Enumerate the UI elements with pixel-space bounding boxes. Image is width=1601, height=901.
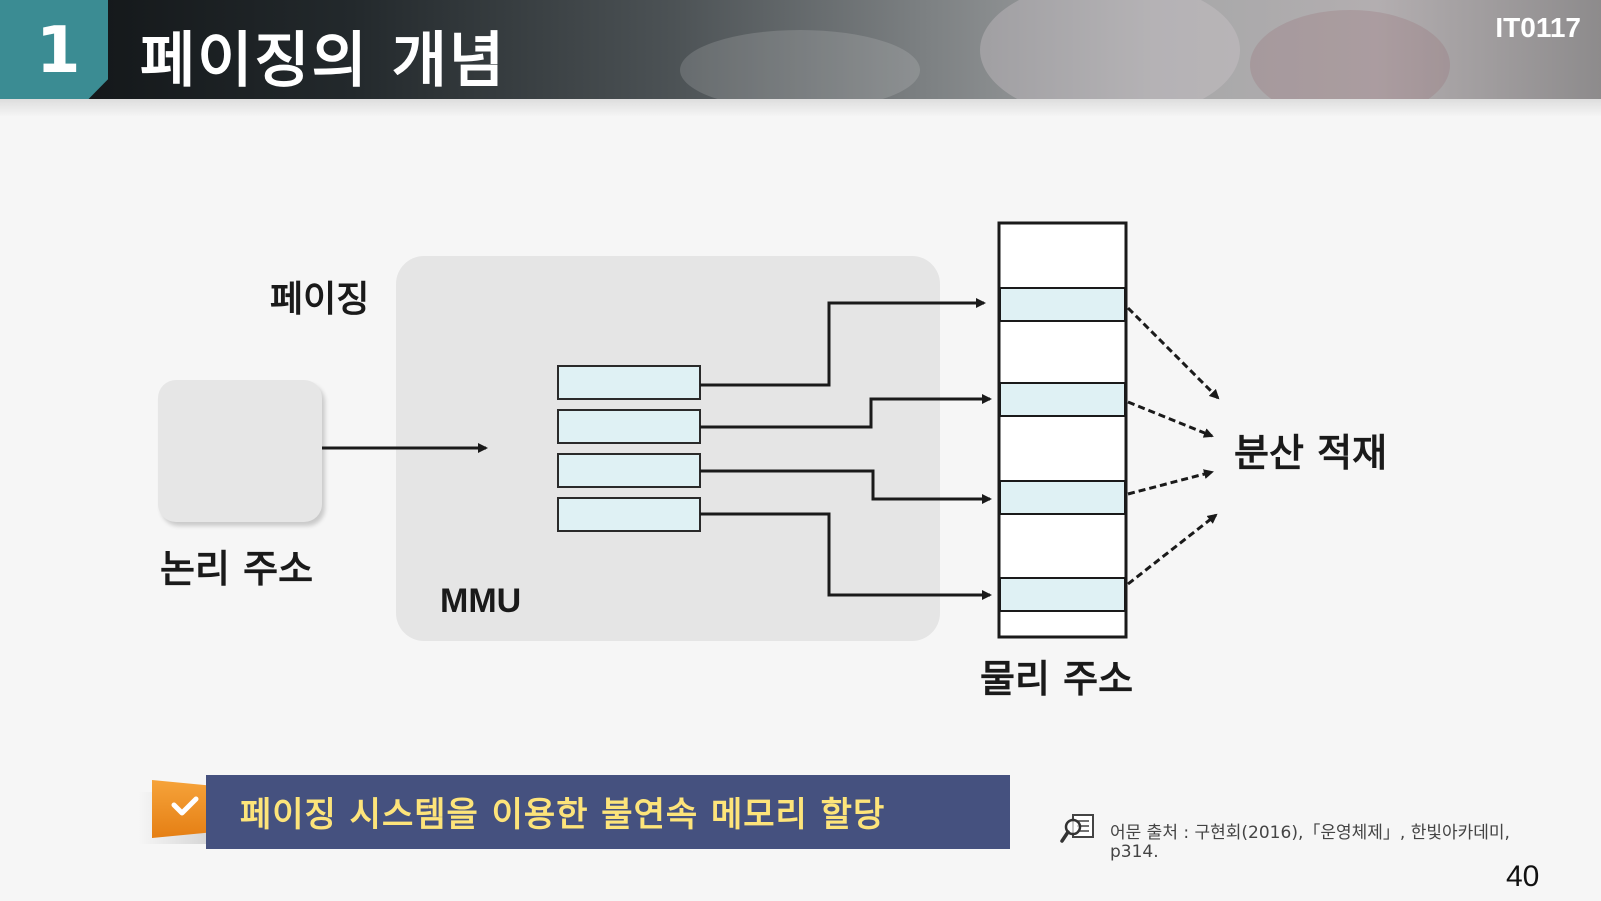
physical-frame xyxy=(999,382,1126,417)
physical-frame xyxy=(999,577,1126,612)
section-number: 1 xyxy=(36,14,81,88)
scatter-arrow xyxy=(1127,400,1214,438)
logical-address-label: 논리 주소 xyxy=(160,547,314,591)
summary-text: 페이징 시스템을 이용한 불연속 메모리 할당 xyxy=(240,795,886,835)
scatter-arrow xyxy=(1127,513,1218,586)
scattered-loading-label: 분산 적재 xyxy=(1234,431,1388,475)
physical-frame xyxy=(999,480,1126,515)
page-table-cell xyxy=(557,497,701,532)
mapping-arrow xyxy=(700,394,992,429)
mapping-arrow xyxy=(700,469,992,504)
page-table-cell xyxy=(557,365,701,400)
mapping-arrow xyxy=(700,512,992,600)
mmu-label: MMU xyxy=(440,582,522,620)
section-number-tab xyxy=(0,0,108,99)
source-citation-page: p314. xyxy=(1110,842,1159,862)
source-citation: 어문 출처 : 구현회(2016),「운영체제」, 한빛아카데미, xyxy=(1110,823,1510,843)
summary-banner: 페이징 시스템을 이용한 불연속 메모리 할당 xyxy=(206,775,1010,849)
logical-address-box xyxy=(158,380,322,522)
page-title: 페이징의 개념 xyxy=(140,26,507,96)
physical-frame xyxy=(999,287,1126,322)
checkmark-flag xyxy=(152,780,212,838)
physical-memory-column xyxy=(997,221,1128,639)
physical-address-label: 물리 주소 xyxy=(980,657,1134,701)
mapping-arrow xyxy=(700,298,986,387)
page-number: 40 xyxy=(1506,860,1540,893)
scatter-arrow xyxy=(1126,306,1220,400)
scatter-arrow xyxy=(1127,469,1214,496)
magnifier-book-icon xyxy=(1060,814,1094,843)
checkmark-icon xyxy=(171,796,199,816)
course-code: IT0117 xyxy=(1495,12,1581,43)
page-table-cell xyxy=(557,409,701,444)
header-bar: 1 페이징의 개념 IT0117 xyxy=(0,0,1601,99)
page-table-cell xyxy=(557,453,701,488)
paging-label: 페이징 xyxy=(270,279,370,320)
